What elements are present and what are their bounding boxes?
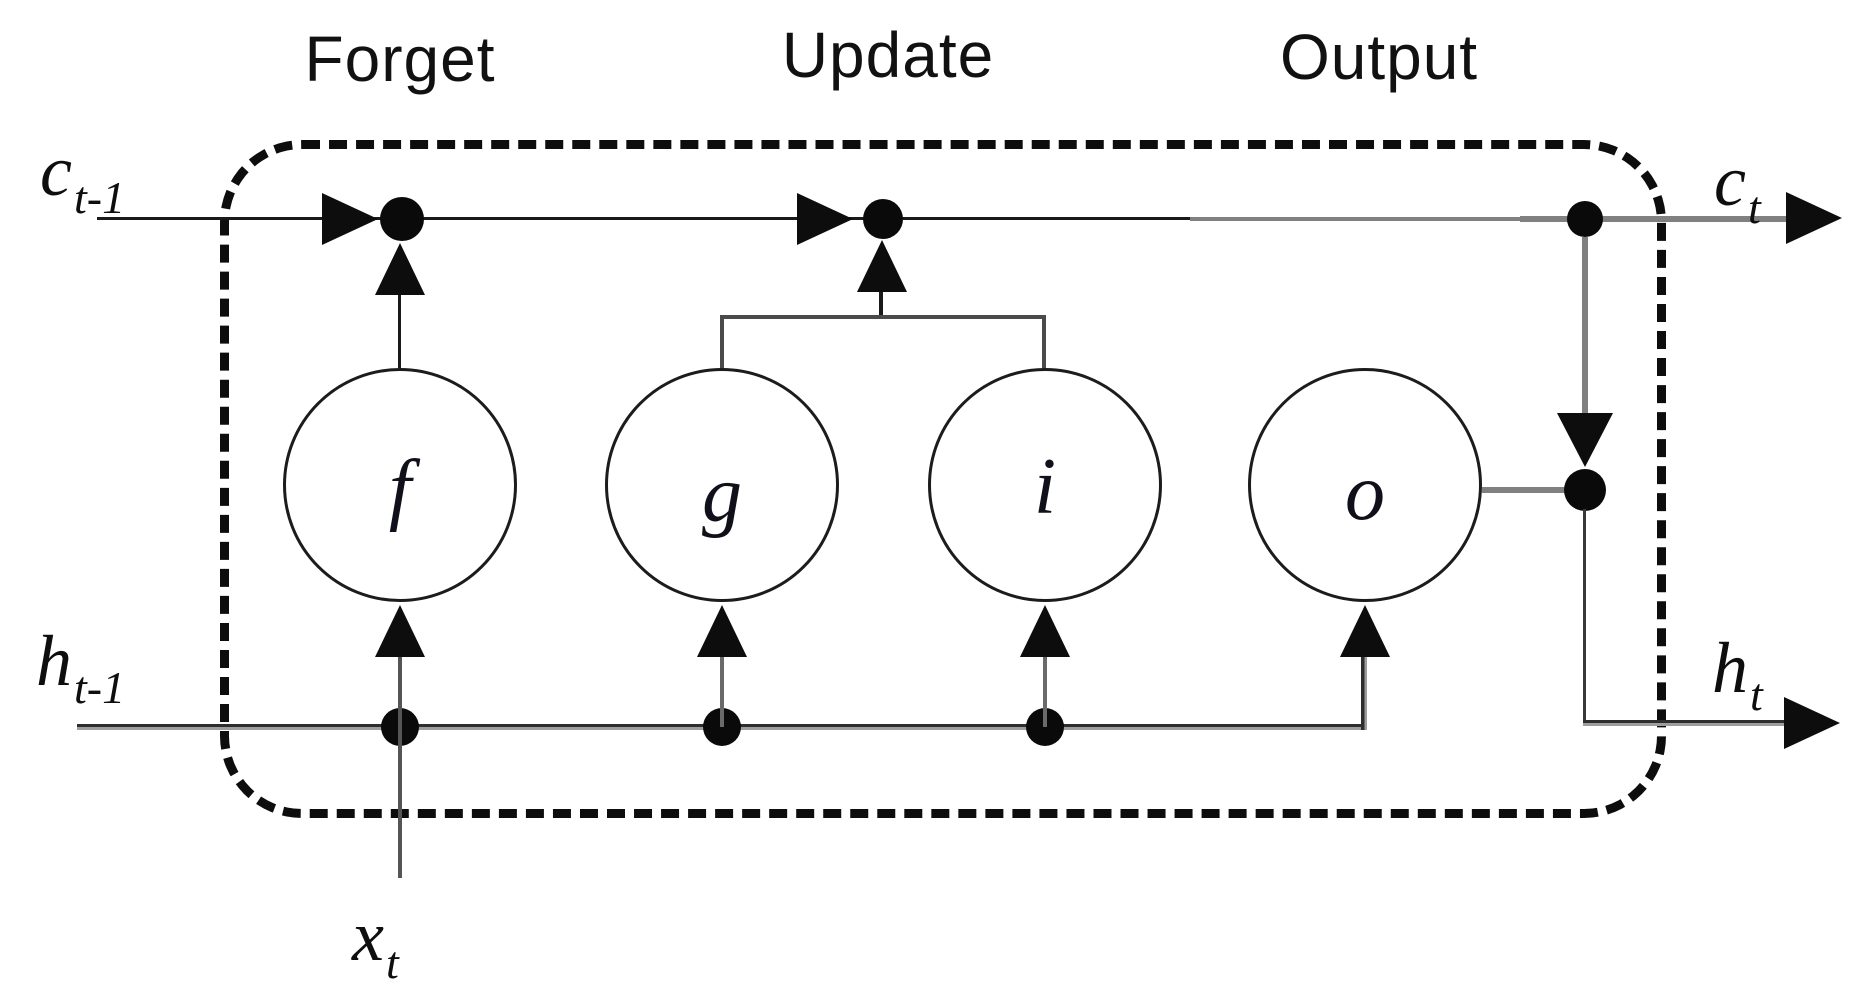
forget-to-cellline-arrowhead bbox=[375, 243, 425, 295]
update-bracket-right-leg bbox=[1042, 315, 1046, 370]
cell-state-arrowhead-2 bbox=[797, 193, 853, 245]
input-gate-letter: i bbox=[1033, 443, 1057, 531]
cell-state-line-right bbox=[1520, 216, 1790, 222]
hidden-out-main: h bbox=[1712, 628, 1748, 708]
input-gate-circle: i bbox=[928, 368, 1162, 602]
cell-state-line-left bbox=[97, 217, 1210, 220]
output-gate-out-line bbox=[1482, 487, 1567, 493]
hidden-out-down-line bbox=[1583, 509, 1586, 721]
cell-state-line-mid bbox=[1190, 217, 1530, 221]
update-to-cellline-stem bbox=[879, 292, 883, 319]
hidden-line-corner-up bbox=[1361, 657, 1367, 730]
hidden-in-sub: t-1 bbox=[74, 662, 126, 713]
candidate-gate-input-arrowhead bbox=[697, 605, 747, 657]
input-x-line bbox=[398, 657, 402, 878]
update-section-label: Update bbox=[781, 19, 995, 91]
hidden-out-arrowhead bbox=[1784, 697, 1840, 749]
hidden-out-line bbox=[1583, 720, 1788, 726]
forget-multiply-junction-dot bbox=[380, 197, 424, 241]
update-bracket-left-leg bbox=[720, 315, 724, 370]
output-section-label: Output bbox=[1279, 21, 1479, 93]
forget-gate-letter: f bbox=[388, 445, 412, 533]
candidate-gate-input-stem bbox=[720, 657, 724, 727]
candidate-gate-circle: g bbox=[605, 368, 839, 602]
cell-in-label: ct-1 bbox=[40, 135, 125, 221]
update-bracket-horizontal bbox=[720, 315, 1046, 319]
input-gate-input-arrowhead bbox=[1020, 605, 1070, 657]
cell-branch-down-line bbox=[1582, 237, 1588, 413]
input-x-main: x bbox=[352, 896, 384, 976]
forget-gate-input-arrowhead bbox=[375, 605, 425, 657]
forget-section-label: Forget bbox=[304, 23, 496, 95]
cell-branch-junction-dot bbox=[1567, 201, 1603, 237]
input-x-sub: t bbox=[385, 937, 399, 988]
cell-out-label: ct bbox=[1714, 145, 1761, 231]
hidden-in-main: h bbox=[36, 621, 72, 701]
candidate-gate-letter: g bbox=[702, 451, 742, 539]
input-x-label: xt bbox=[352, 900, 399, 986]
forget-to-cellline-stem bbox=[398, 295, 401, 368]
cell-in-sub: t-1 bbox=[73, 172, 126, 223]
cell-branch-down-arrowhead bbox=[1557, 413, 1613, 467]
update-add-junction-dot bbox=[863, 199, 903, 239]
hidden-out-sub: t bbox=[1750, 669, 1763, 720]
cell-out-arrowhead bbox=[1786, 192, 1842, 244]
output-gate-circle: o bbox=[1248, 368, 1482, 602]
cell-state-arrowhead-1 bbox=[322, 193, 378, 245]
hidden-in-label: ht-1 bbox=[36, 625, 125, 711]
forget-gate-circle: f bbox=[283, 368, 517, 602]
cell-out-sub: t bbox=[1747, 182, 1761, 233]
cell-in-main: c bbox=[40, 131, 72, 211]
cell-out-main: c bbox=[1714, 141, 1746, 221]
output-gate-letter: o bbox=[1345, 449, 1385, 537]
input-gate-input-stem bbox=[1043, 657, 1047, 727]
update-to-cellline-arrowhead bbox=[857, 240, 907, 292]
output-multiply-junction-dot bbox=[1564, 469, 1606, 511]
cell-boundary-box bbox=[220, 140, 1666, 818]
output-gate-input-arrowhead bbox=[1340, 605, 1390, 657]
hidden-out-label: ht bbox=[1712, 632, 1763, 718]
